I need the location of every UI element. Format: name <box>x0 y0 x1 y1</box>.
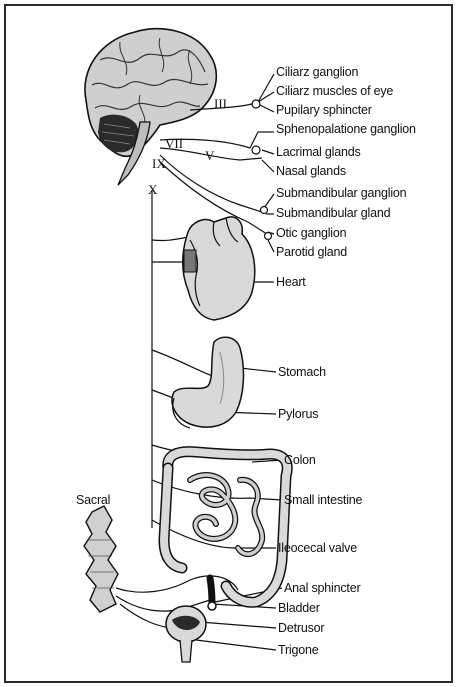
bladder-illustration <box>166 606 206 662</box>
ganglia <box>252 100 272 240</box>
label-heart: Heart <box>276 275 306 289</box>
label-anal-sphincter: Anal sphincter <box>284 581 360 595</box>
label-ciliary-muscles: Ciliarz muscles of eye <box>276 84 393 98</box>
label-small-intestine: Small intestine <box>284 493 363 507</box>
stomach-illustration <box>172 337 244 428</box>
label-colon: Colon <box>284 453 316 467</box>
label-sphenopalatine-ganglion: Sphenopalatione ganglion <box>276 122 416 136</box>
sacral-spine-illustration <box>84 506 118 612</box>
label-ciliary-ganglion: Ciliarz ganglion <box>276 65 359 79</box>
label-trigone: Trigone <box>278 643 319 657</box>
nerve-label-x: X <box>148 182 158 197</box>
label-nasal-glands: Nasal glands <box>276 164 346 178</box>
label-pylorus: Pylorus <box>278 407 318 421</box>
label-parotid-gland: Parotid gland <box>276 245 347 259</box>
nerve-label-ix: IX <box>152 156 166 171</box>
label-submandibular-gland: Submandibular gland <box>276 206 391 220</box>
nerve-lines <box>116 74 282 650</box>
nerve-label-iii: III <box>214 96 227 111</box>
nerve-label-v: V <box>205 148 215 163</box>
label-ileocecal-valve: Ileocecal valve <box>278 541 357 555</box>
label-bladder: Bladder <box>278 601 320 615</box>
brain-illustration <box>85 29 216 185</box>
nerve-label-vii: VII <box>165 136 183 151</box>
label-stomach: Stomach <box>278 365 326 379</box>
label-sacral: Sacral <box>76 493 110 507</box>
intestine-illustration <box>164 452 287 610</box>
label-submandibular-ganglion: Submandibular ganglion <box>276 186 407 200</box>
heart-illustration <box>183 217 255 320</box>
label-detrusor: Detrusor <box>278 621 324 635</box>
label-otic-ganglion: Otic ganglion <box>276 226 347 240</box>
label-lacrimal-glands: Lacrimal glands <box>276 145 361 159</box>
label-pupillary-sphincter: Pupilary sphincter <box>276 103 372 117</box>
